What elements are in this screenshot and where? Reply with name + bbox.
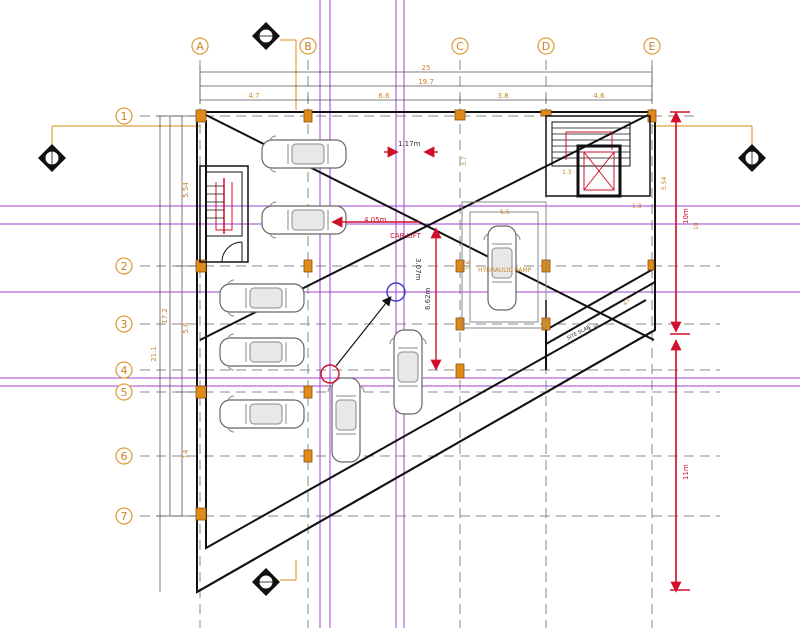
label-lift-55: 5.5 xyxy=(500,209,510,216)
col-label-a: A xyxy=(196,40,204,53)
row-label-1: 1 xyxy=(121,110,128,123)
label-stair-13a: 1.3 xyxy=(562,169,572,176)
dim-left-total: 17.2 xyxy=(161,308,169,324)
label-ramp-42: 4.2 xyxy=(623,297,632,307)
section-marker-bottom xyxy=(252,568,280,596)
col-label-d: D xyxy=(542,40,550,53)
column-bubbles xyxy=(191,37,661,55)
dim-left-seg3: 14 xyxy=(182,449,190,458)
dim-left-overall: 21.1 xyxy=(150,346,158,362)
dim-seg-ab: 4.7 xyxy=(248,92,259,100)
row-label-7: 7 xyxy=(121,510,128,523)
dim-left-seg2: 5.6 xyxy=(182,322,190,334)
col-label-c: C xyxy=(456,40,464,53)
section-marker-right xyxy=(738,144,766,172)
col-label-e: E xyxy=(649,40,656,53)
label-car-lift: CAR LIFT xyxy=(390,232,422,240)
section-marker-left xyxy=(38,144,66,172)
left-stair xyxy=(199,165,249,263)
label-307m: 3.07m xyxy=(414,258,422,281)
label-10m: 10m xyxy=(682,208,690,224)
col-label-b: B xyxy=(304,40,312,53)
pointer-arrow xyxy=(335,296,392,367)
row-label-4: 4 xyxy=(121,364,128,377)
label-ramp-630: 6.30 xyxy=(588,323,601,334)
label-117m: 1.17m xyxy=(398,140,421,148)
row-label-3: 3 xyxy=(121,318,128,331)
label-11m: 11m xyxy=(682,464,690,480)
section-lines xyxy=(51,39,753,581)
section-marker-top xyxy=(252,22,280,50)
row-label-6: 6 xyxy=(121,450,128,463)
row-label-5: 5 xyxy=(121,386,128,399)
left-dimension-lines xyxy=(156,115,196,592)
structural-columns xyxy=(195,109,657,521)
dim-seg-bc: 6.6 xyxy=(378,92,390,100)
label-stair-13b: 1.3 xyxy=(632,203,642,210)
row-bubbles xyxy=(115,107,133,525)
label-405m: 4.05m xyxy=(364,216,387,224)
row-label-2: 2 xyxy=(121,260,128,273)
dim-left-seg1: 5.54 xyxy=(182,182,190,198)
dim-seg-cd: 3.8 xyxy=(497,92,508,100)
label-hydraulic-ramp: HYDRAULIC RAMP xyxy=(478,267,532,274)
red-dimensions xyxy=(331,111,690,593)
red-marker-circle xyxy=(320,364,340,384)
car-lift-area xyxy=(461,201,547,329)
label-stair-554: 5.54 xyxy=(661,176,668,190)
label-lift-37: 3.7 xyxy=(461,156,468,166)
dim-seg-de: 4.6 xyxy=(593,92,605,100)
top-dimension-lines xyxy=(199,66,653,104)
dim-overall-197: 19.7 xyxy=(418,78,434,86)
parked-cars xyxy=(219,135,521,463)
label-662m: 6.62m xyxy=(424,287,432,310)
label-small-10: 10 xyxy=(693,222,700,230)
label-lift-16: 1.6 xyxy=(465,260,472,270)
right-stair-core xyxy=(545,115,651,198)
dim-overall-25: 25 xyxy=(422,64,431,72)
blue-marker-circle xyxy=(386,282,406,302)
